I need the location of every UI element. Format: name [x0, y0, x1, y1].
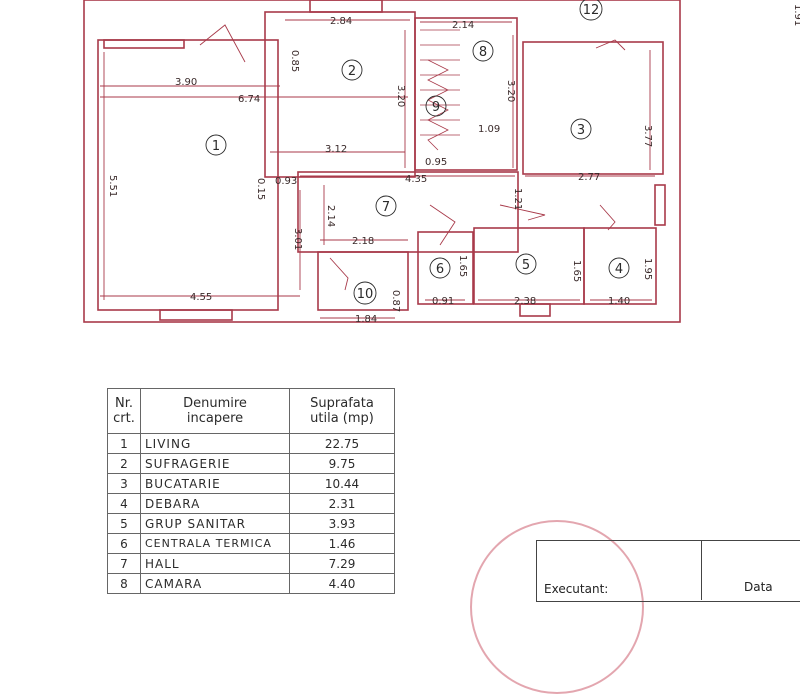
cell-name: HALL [140, 553, 290, 574]
room-number: 9 [432, 100, 440, 115]
dim-label: 1.95 [642, 258, 653, 280]
dim-label: 0.87 [390, 290, 401, 312]
floor-plan: 2.84 0.85 2.14 3.90 6.74 3.20 3.20 1.09 … [83, 0, 800, 325]
dim-label: 0.93 [275, 176, 297, 187]
dim-label: 6.74 [238, 94, 260, 105]
dim-label: 2.18 [352, 236, 374, 247]
table-row: 1 LIVING 22.75 [107, 433, 395, 454]
cell-nr: 3 [107, 473, 141, 494]
dim-label: 5.51 [107, 175, 118, 197]
dim-label: 3.20 [395, 85, 406, 107]
dim-label: 4.55 [190, 292, 212, 303]
cell-nr: 5 [107, 513, 141, 534]
cell-name: CAMARA [140, 573, 290, 594]
room-number: 10 [357, 287, 374, 302]
cell-name: LIVING [140, 433, 290, 454]
dim-label: 1.09 [478, 124, 500, 135]
cell-area: 9.75 [289, 453, 395, 474]
dim-label: 0.85 [289, 50, 300, 72]
dim-label: 1.84 [355, 314, 377, 325]
cell-nr: 4 [107, 493, 141, 514]
dim-label: 3.20 [505, 80, 516, 102]
title-block-divider [701, 540, 702, 600]
dim-label: 1.40 [608, 296, 630, 307]
dim-label: 0.91 [432, 296, 454, 307]
cell-name: BUCATARIE [140, 473, 290, 494]
cell-area: 4.40 [289, 573, 395, 594]
cell-area: 22.75 [289, 433, 395, 454]
header-nr-line1: Nr. [114, 396, 133, 411]
cell-area: 3.93 [289, 513, 395, 534]
stairs [420, 29, 460, 151]
cell-nr: 6 [107, 533, 141, 554]
table-row: 5 GRUP SANITAR 3.93 [107, 513, 395, 534]
dim-label: 3.77 [642, 125, 653, 147]
cell-name: CENTRALA TERMICA [140, 533, 290, 554]
cell-nr: 7 [107, 553, 141, 574]
room-number: 5 [522, 258, 530, 273]
cell-name: GRUP SANITAR [140, 513, 290, 534]
table-row: 2 SUFRAGERIE 9.75 [107, 453, 395, 474]
dim-label: 2.84 [330, 16, 352, 27]
dim-label: 1.91 [792, 4, 800, 26]
table-row: 3 BUCATARIE 10.44 [107, 473, 395, 494]
cell-area: 7.29 [289, 553, 395, 574]
dim-label: 3.01 [292, 228, 303, 250]
dim-label: 0.95 [425, 157, 447, 168]
dim-label: 2.14 [452, 20, 474, 31]
room-number: 4 [615, 262, 623, 277]
room-number: 3 [577, 123, 585, 138]
room-number: 2 [348, 64, 356, 79]
dim-label: 0.15 [255, 178, 266, 200]
cell-name: SUFRAGERIE [140, 453, 290, 474]
cell-area: 1.46 [289, 533, 395, 554]
executant-label: Executant: [544, 582, 609, 596]
dimension-lines [100, 19, 655, 319]
room-number: 12 [583, 3, 600, 18]
cell-nr: 8 [107, 573, 141, 594]
room-markers: 1 2 3 4 5 6 7 8 9 10 12 [205, 0, 630, 305]
room-number: 7 [382, 200, 390, 215]
table-row: 7 HALL 7.29 [107, 553, 395, 574]
dim-label: 4.35 [405, 174, 427, 185]
dim-label: 3.12 [325, 144, 347, 155]
cell-nr: 2 [107, 453, 141, 474]
table-row: 6 CENTRALA TERMICA 1.46 [107, 533, 395, 554]
room-number: 1 [212, 139, 220, 154]
dim-label: 2.38 [514, 296, 536, 307]
table-row: 4 DEBARA 2.31 [107, 493, 395, 514]
header-nr: Nr.crt. [107, 388, 141, 434]
dim-label: 1.65 [571, 260, 582, 282]
cell-nr: 1 [107, 433, 141, 454]
cell-area: 10.44 [289, 473, 395, 494]
data-label: Data [744, 580, 773, 594]
header-nr-line2: crt. [113, 411, 135, 426]
dim-label: 3.90 [175, 77, 197, 88]
cell-area: 2.31 [289, 493, 395, 514]
room-number: 8 [479, 45, 487, 60]
walls [83, 0, 681, 323]
title-block: Executant: Data [536, 540, 800, 602]
dimension-labels: 2.84 0.85 2.14 3.90 6.74 3.20 3.20 1.09 … [107, 4, 800, 325]
table-row: 8 CAMARA 4.40 [107, 573, 395, 594]
room-number: 6 [436, 262, 444, 277]
dim-label: 1.65 [457, 255, 468, 277]
dim-label: 2.14 [325, 205, 336, 227]
dim-label: 1.21 [512, 188, 523, 210]
dim-label: 2.77 [578, 172, 600, 183]
cell-name: DEBARA [140, 493, 290, 514]
